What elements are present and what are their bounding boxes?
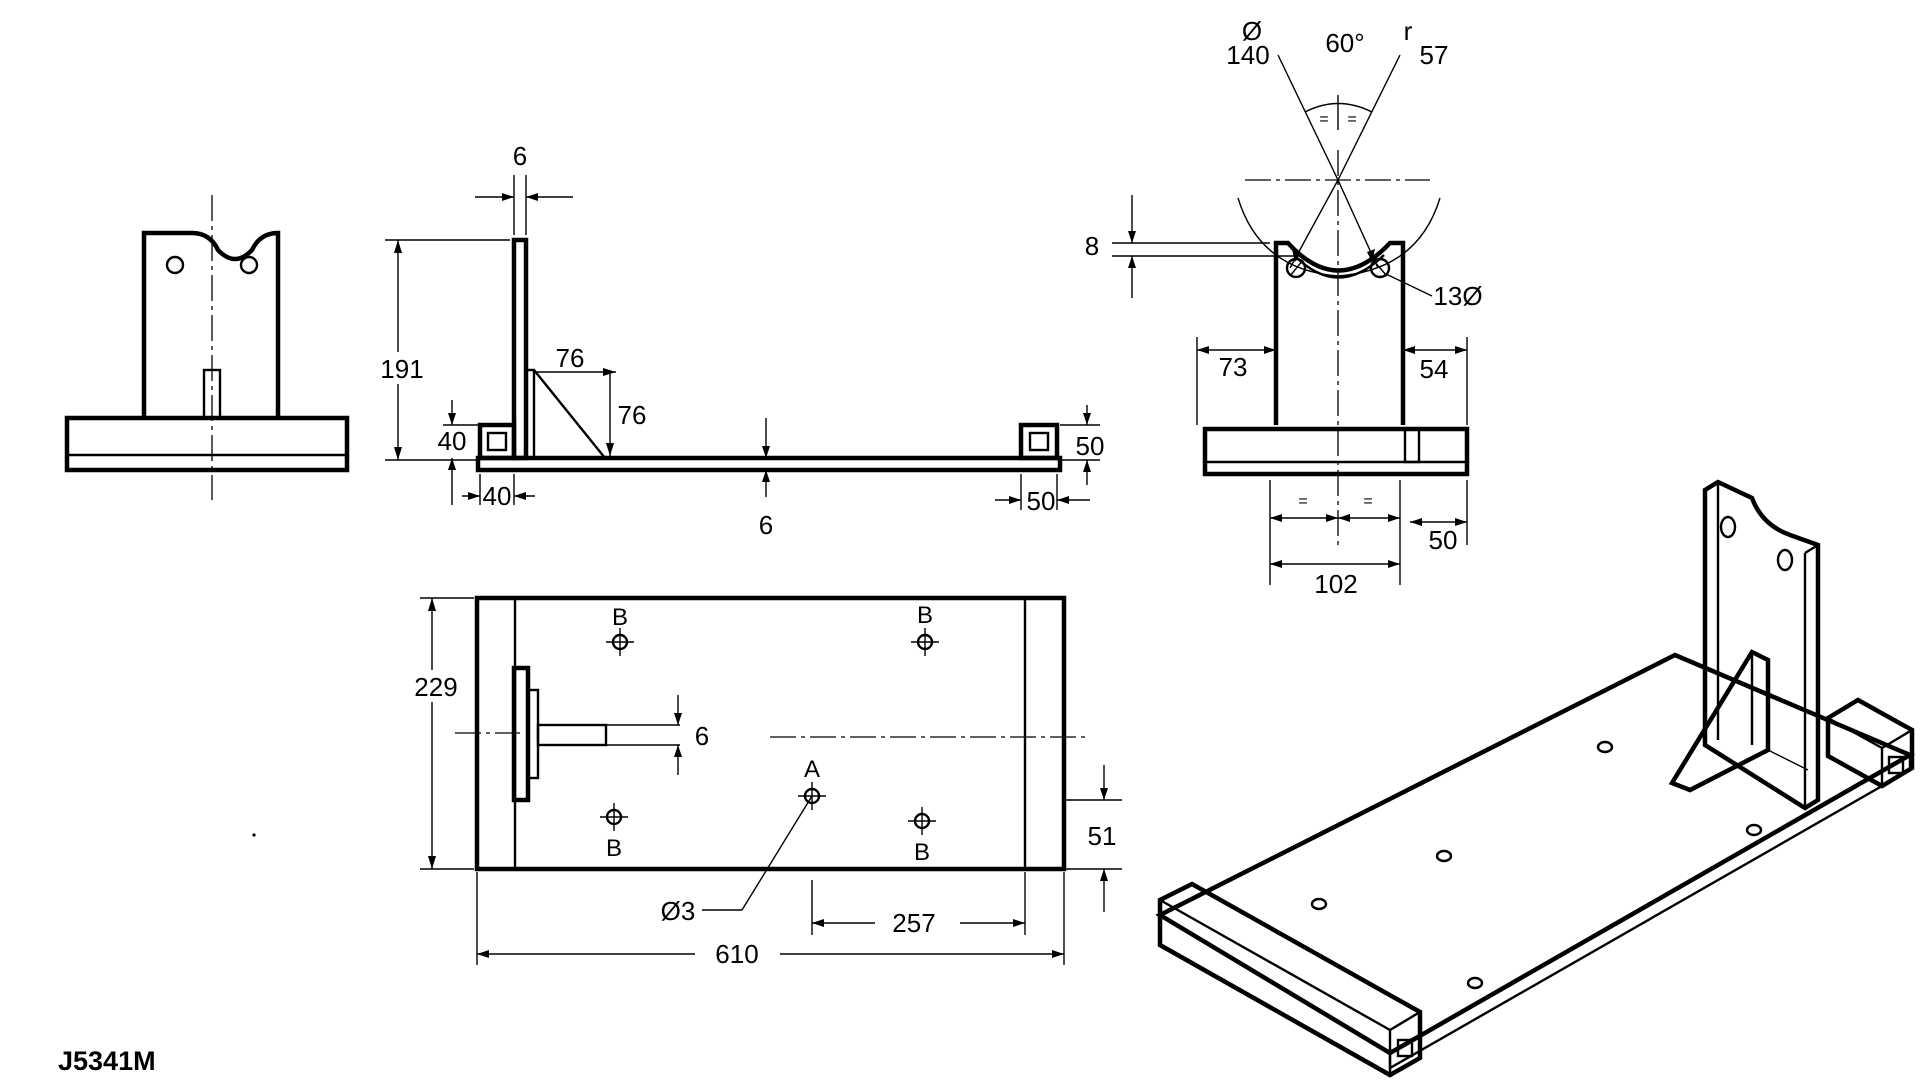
dim-thickness-top: 6 (513, 141, 527, 171)
dim-hole: 13Ø (1433, 281, 1482, 311)
figure-code: J5341M (58, 1046, 156, 1076)
dim-angle: 60° (1325, 28, 1364, 58)
hole-letter-a: A (804, 756, 820, 783)
dim-tube-width-right: 50 (1027, 486, 1056, 516)
diameter-symbol: Ø (1242, 16, 1262, 46)
dim-plate-thickness: 6 (759, 510, 773, 540)
dim-depth: 229 (414, 672, 457, 702)
dim-tube-height-left: 40 (438, 426, 467, 456)
dim-gusset-width: 76 (556, 343, 585, 373)
radius-symbol: r (1404, 16, 1413, 46)
dim-height: 191 (380, 354, 423, 384)
dim-left-width: 73 (1219, 352, 1248, 382)
front-view (64, 195, 350, 500)
equal-angle-left: = (1319, 111, 1328, 128)
dim-hole-dia: Ø3 (661, 896, 696, 926)
dim-diameter: 140 (1226, 40, 1269, 70)
isometric-view (1155, 479, 1916, 1078)
dim-length: 610 (715, 939, 758, 969)
equal-angle-right: = (1347, 111, 1356, 128)
hole-letter-b3: B (606, 835, 622, 862)
dim-tube-height-right: 50 (1076, 431, 1105, 461)
stray-mark (252, 833, 256, 837)
dim-offset: 8 (1085, 231, 1099, 261)
hole-letter-b4: B (914, 839, 930, 866)
dim-right-width: 54 (1420, 354, 1449, 384)
plan-view: B B B B A 229 6 Ø3 51 (406, 595, 1122, 969)
dim-edge: 50 (1429, 525, 1458, 555)
dim-radius: 57 (1420, 40, 1449, 70)
dim-gusset-height: 76 (618, 400, 647, 430)
hole-letter-b1: B (612, 604, 628, 631)
dim-tube-width-left: 40 (483, 481, 512, 511)
hole-letter-b2: B (917, 602, 933, 629)
dim-base-span: 102 (1314, 569, 1357, 599)
equal-right: = (1363, 493, 1372, 510)
dim-pin-dia: 6 (695, 721, 709, 751)
equal-left: = (1298, 493, 1307, 510)
end-view: = = Ø 140 60° r 57 8 13Ø (1085, 16, 1483, 599)
side-elevation: 6 191 76 76 40 40 (378, 141, 1104, 540)
dim-hole-spacing: 257 (892, 908, 935, 938)
dim-hole-offset: 51 (1088, 821, 1117, 851)
